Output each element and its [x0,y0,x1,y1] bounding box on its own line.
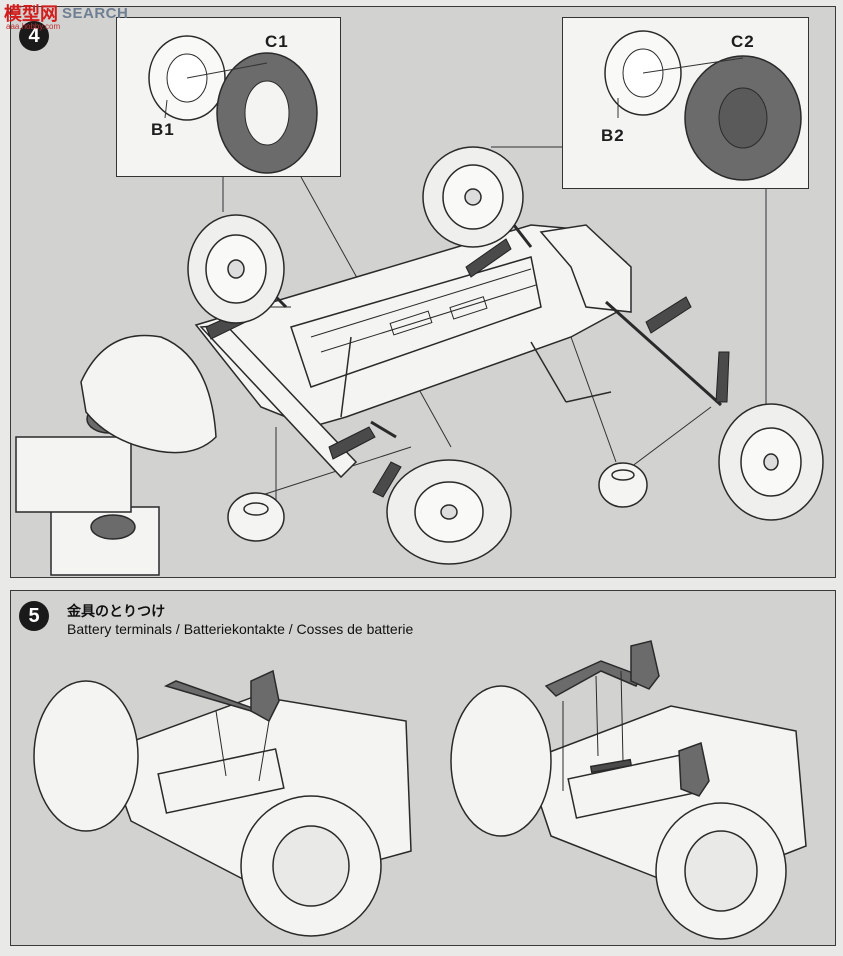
step5-title-jp: 金具のとりつけ [67,603,166,619]
label-rear-wheel: B2 [601,126,625,145]
step4-panel: 4 [10,6,836,578]
step4-number-badge: 4 [19,21,49,51]
watermark-text: SEARCH [62,4,129,22]
label-front-tire: C1 [265,32,289,51]
callout-front-wheel: C1 B1 [116,17,341,177]
watermark-mark: 模型网 [4,4,58,24]
step5-right-assembly [450,640,807,940]
callout-rear-wheel: C2 B2 [562,17,809,189]
label-front-wheel: B1 [151,120,175,139]
watermark-logo: 模型网 SEARCH aaa.hobby.com [4,2,129,31]
step5-number-badge: 5 [19,601,49,631]
callout-front-art [148,35,318,174]
step5-panel: 5 金具のとりつけ Battery terminals / Batterieko… [10,590,836,946]
callout-rear-art [604,30,802,181]
step5-illustration [33,640,807,940]
step5-title-en: Battery terminals / Batteriekontakte / C… [67,621,414,637]
step5-left-assembly [33,669,412,937]
label-rear-tire: C2 [731,32,755,51]
step4-illustration [15,146,824,576]
watermark-sub: aaa.hobby.com [6,22,61,31]
